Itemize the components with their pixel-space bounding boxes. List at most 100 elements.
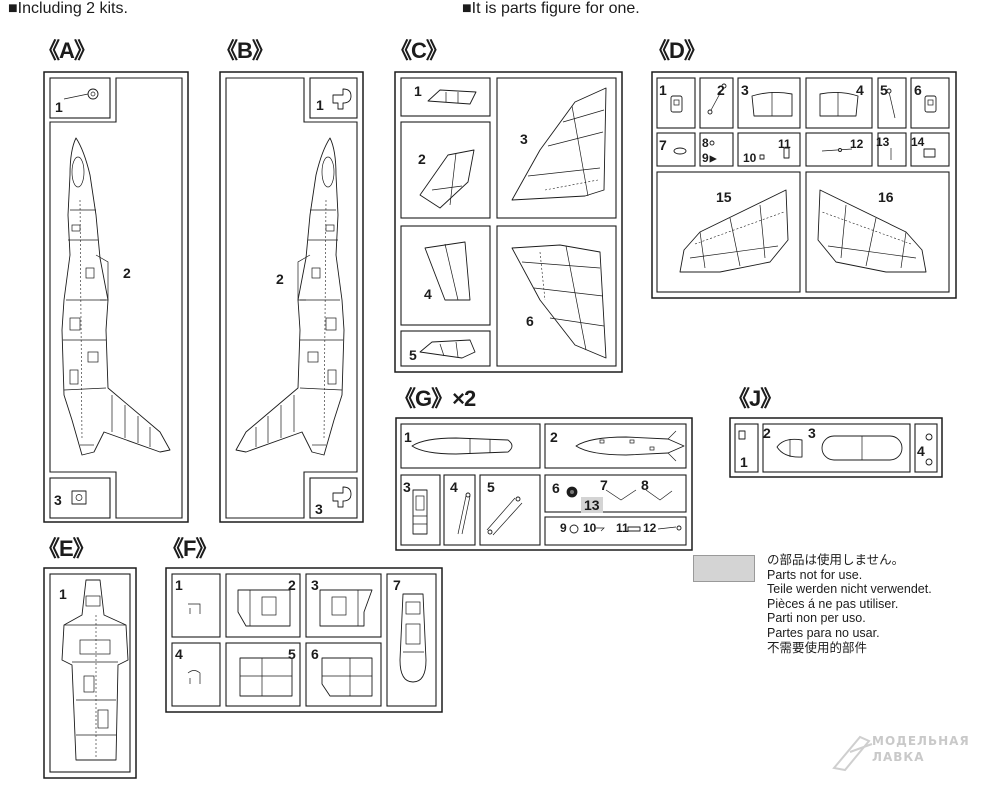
sprue-g-outer-frame xyxy=(395,417,693,551)
part-number-b3: 3 xyxy=(315,501,323,517)
part-number-d6: 6 xyxy=(914,82,922,98)
part-number-b1: 1 xyxy=(316,97,324,113)
part-number-d8: 8 xyxy=(702,136,709,150)
part-f5-panel xyxy=(239,657,293,697)
part-b3 xyxy=(332,486,352,508)
part-d6 xyxy=(924,95,937,113)
part-number-g11: 11 xyxy=(616,521,629,535)
sprue-c-box-6 xyxy=(496,225,617,367)
sprue-c-box-2 xyxy=(400,121,491,219)
part-f3-cockpit-side xyxy=(319,589,373,627)
part-number-d4: 4 xyxy=(856,82,864,98)
part-e1-fuselage-lower xyxy=(61,579,129,761)
part-c4 xyxy=(424,241,471,301)
sprue-e-outer-frame xyxy=(43,567,137,779)
part-number-d10: 10 xyxy=(743,151,757,165)
part-g12 xyxy=(657,525,682,531)
part-g5-strut xyxy=(486,496,523,536)
part-number-j4: 4 xyxy=(917,443,925,459)
part-number-g3: 3 xyxy=(403,479,411,495)
part-number-f3: 3 xyxy=(311,577,319,593)
part-number-g5: 5 xyxy=(487,479,495,495)
sprue-c-box-5 xyxy=(400,330,491,367)
watermark-logo-icon xyxy=(832,735,873,772)
part-number-f7: 7 xyxy=(393,577,401,593)
part-number-f5: 5 xyxy=(288,646,296,662)
part-d7 xyxy=(673,147,687,155)
part-number-g9: 9 xyxy=(560,521,567,535)
part-number-g1: 1 xyxy=(404,429,412,445)
part-number-c4: 4 xyxy=(424,286,432,302)
part-d4 xyxy=(819,91,859,117)
part-j1 xyxy=(738,430,746,440)
part-number-d7: 7 xyxy=(659,137,667,153)
sprue-d xyxy=(651,71,957,299)
part-g4-strut xyxy=(457,492,471,535)
part-d9 xyxy=(709,155,717,163)
sprue-b-box-1 xyxy=(309,77,358,119)
part-number-d9: 9 xyxy=(702,151,709,165)
sprue-a-box-1 xyxy=(49,77,111,119)
part-b1 xyxy=(332,88,352,110)
part-number-f4: 4 xyxy=(175,646,183,662)
sprue-b xyxy=(219,71,364,523)
sprue-a-label: 《A》 xyxy=(38,38,96,63)
part-number-c6: 6 xyxy=(526,313,534,329)
part-g1-drop-tank xyxy=(411,437,513,455)
part-c5 xyxy=(419,339,476,359)
part-number-j1: 1 xyxy=(740,454,748,470)
part-j4 xyxy=(925,433,933,466)
sprue-a xyxy=(43,71,189,523)
part-d5 xyxy=(886,88,896,119)
part-d14 xyxy=(923,148,936,158)
sprue-c-box-1 xyxy=(400,77,491,117)
sprue-j xyxy=(729,417,943,478)
part-number-g4: 4 xyxy=(450,479,458,495)
part-number-c3: 3 xyxy=(520,131,528,147)
part-g9 xyxy=(569,524,579,534)
part-d1 xyxy=(670,95,683,113)
part-g8 xyxy=(645,489,673,501)
part-number-c5: 5 xyxy=(409,347,417,363)
part-number-a1: 1 xyxy=(55,99,63,115)
part-d11 xyxy=(783,147,790,159)
part-c1 xyxy=(427,89,477,105)
part-number-b2: 2 xyxy=(276,271,284,287)
part-number-g7: 7 xyxy=(600,477,608,493)
sprue-c xyxy=(394,71,623,373)
part-f7-seat-tub xyxy=(399,593,427,683)
part-number-d14: 14 xyxy=(911,135,925,149)
sprue-f-label: 《F》 xyxy=(162,536,217,561)
sprue-j-label: 《J》 xyxy=(728,386,782,411)
part-f4 xyxy=(187,670,201,684)
part-f6-panel xyxy=(321,657,373,697)
part-number-d3: 3 xyxy=(741,82,749,98)
part-number-c2: 2 xyxy=(418,151,426,167)
part-a1 xyxy=(63,88,99,100)
part-j2-canopy xyxy=(776,438,803,458)
part-g6 xyxy=(566,486,578,498)
note-parts-figure: ■It is parts figure for one. xyxy=(462,0,640,17)
legend-line-es: Partes para no usar. xyxy=(767,626,880,640)
sprue-b-box-2 xyxy=(225,77,358,519)
watermark-line-1: МОДЕЛЬНАЯ xyxy=(872,734,970,748)
sprue-c-box-3 xyxy=(496,77,617,219)
legend-line-it: Parti non per uso. xyxy=(767,611,866,625)
legend-line-en: Parts not for use. xyxy=(767,568,863,582)
part-number-d15: 15 xyxy=(716,189,732,205)
sprue-g-label: 《G》×2 xyxy=(394,386,476,411)
legend-line-zh: 不需要使用的部件 xyxy=(767,641,868,655)
part-number-d11: 11 xyxy=(778,137,791,151)
part-number-d12: 12 xyxy=(850,137,864,151)
sprue-d-outer-frame xyxy=(651,71,957,299)
part-c6-wing xyxy=(511,244,607,359)
unused-parts-swatch xyxy=(693,555,755,582)
part-number-g2: 2 xyxy=(550,429,558,445)
part-g10 xyxy=(596,527,605,532)
sprue-b-label: 《B》 xyxy=(216,38,274,63)
part-number-g8: 8 xyxy=(641,477,649,493)
part-number-g13-unused: 13 xyxy=(581,497,603,513)
part-c2 xyxy=(419,149,475,209)
part-number-d13: 13 xyxy=(876,135,890,149)
part-b2-fuselage-half xyxy=(235,137,345,456)
